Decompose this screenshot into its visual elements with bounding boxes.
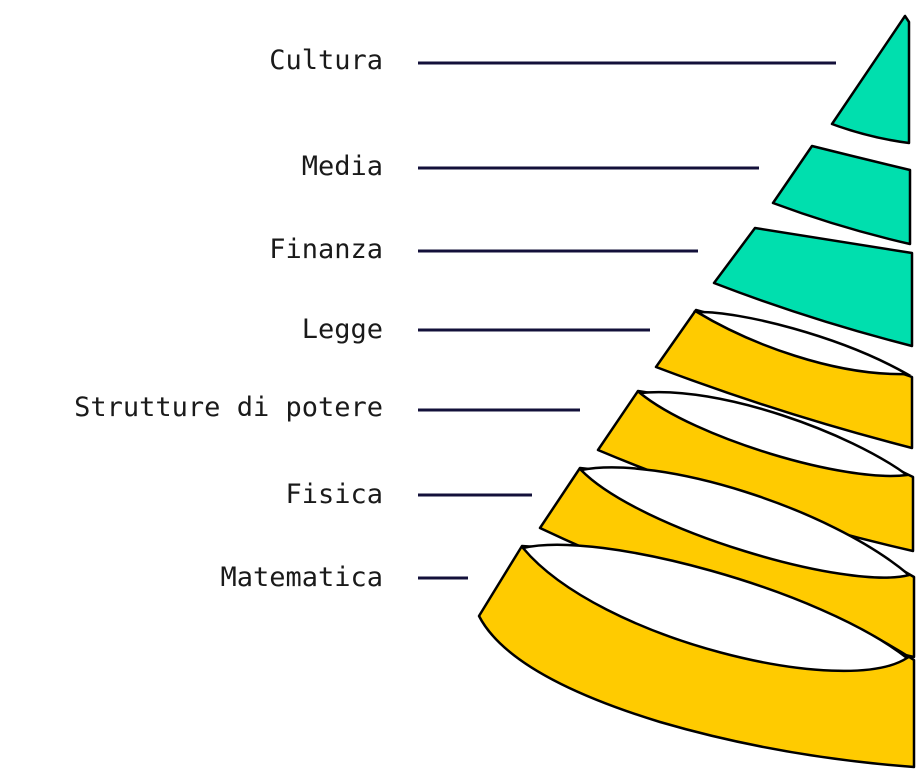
layer-label-fisica: Fisica xyxy=(285,479,383,510)
layer-label-legge: Legge xyxy=(302,314,383,345)
cone-layers xyxy=(477,14,916,769)
cone-segment-finanza xyxy=(712,226,914,348)
leader-lines xyxy=(418,61,836,580)
cone-segment-cultura xyxy=(830,14,911,145)
cone-layer-finanza xyxy=(712,226,914,348)
cone-layer-matematica xyxy=(477,543,916,769)
cone-opening-strutture-di-potere xyxy=(636,390,911,478)
layer-label-finanza: Finanza xyxy=(269,234,383,265)
cone-opening-fisica xyxy=(578,466,912,579)
layer-label-matematica: Matematica xyxy=(220,562,383,593)
layer-label-cultura: Cultura xyxy=(269,45,383,76)
cone-layer-legge xyxy=(654,308,914,450)
cone-layer-cultura xyxy=(830,14,911,145)
cone-opening-matematica xyxy=(520,543,910,673)
cone-opening-legge xyxy=(692,310,912,376)
cone-layer-strutture-di-potere xyxy=(596,389,915,553)
layer-label-strutture-di-potere: Strutture di potere xyxy=(74,392,383,423)
layer-label-media: Media xyxy=(302,151,383,182)
cone-segment-media xyxy=(771,144,912,246)
cone-layer-media xyxy=(771,144,912,246)
